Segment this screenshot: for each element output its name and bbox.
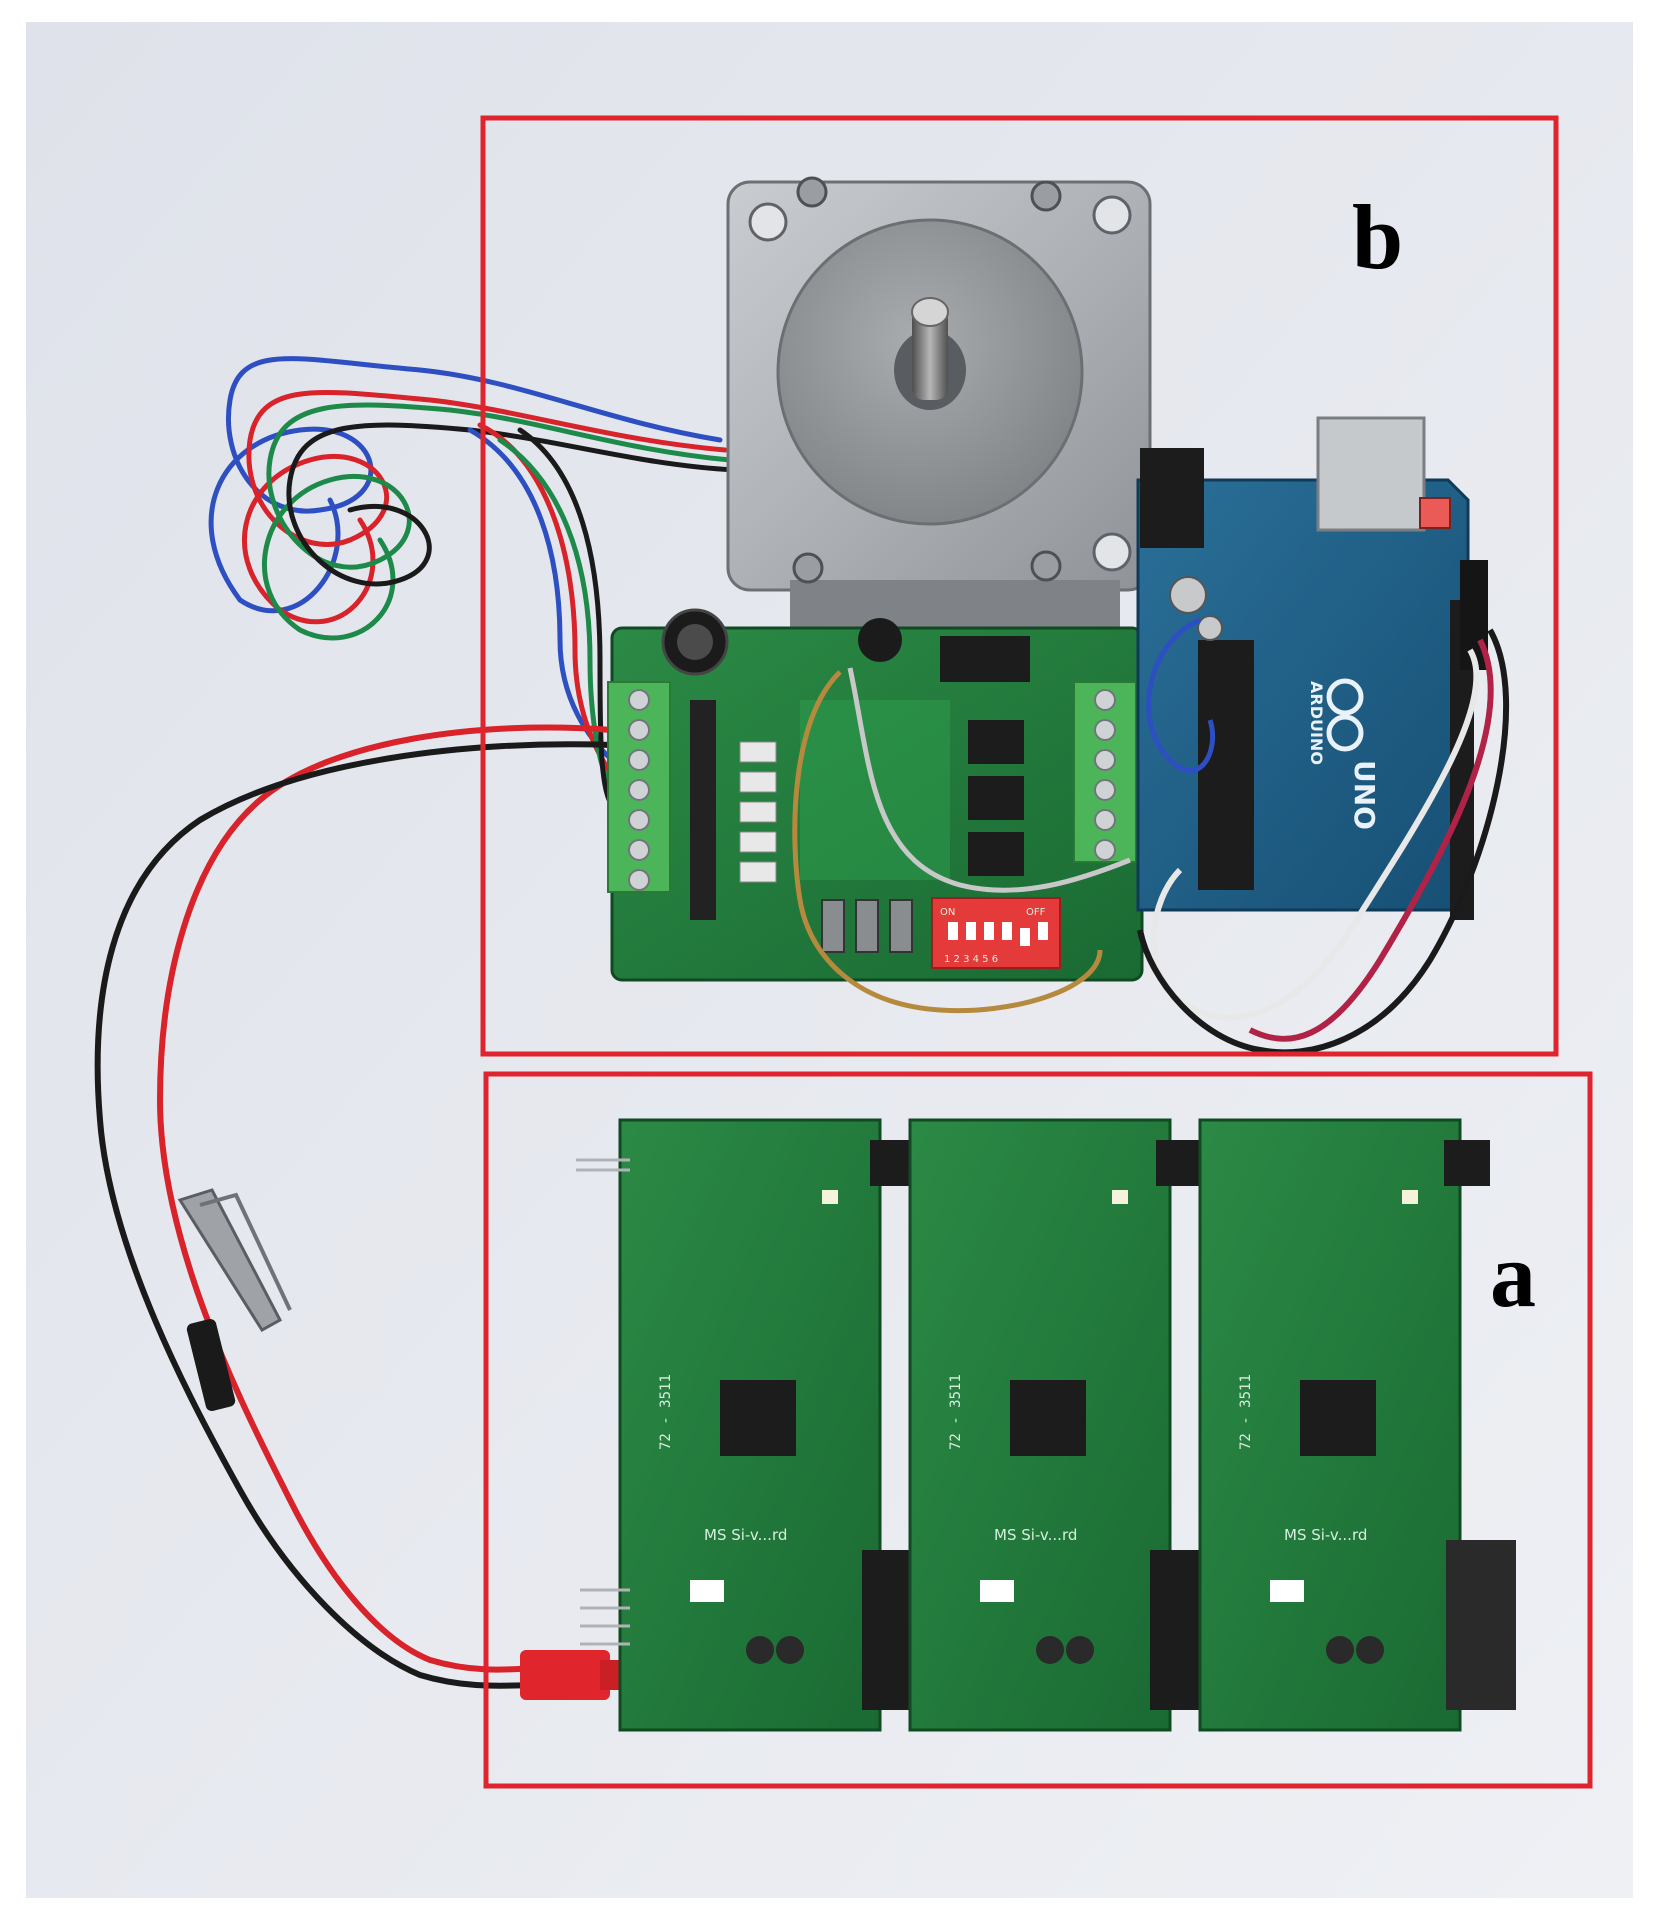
microcontroller <box>720 1380 796 1456</box>
dip-numbers: 1 2 3 4 5 6 <box>944 954 998 965</box>
atmega-chip <box>1198 640 1254 890</box>
motor-screw-hole <box>1092 532 1132 572</box>
sensor-serial: 72 - 3511 <box>658 1374 674 1450</box>
sensor-board: 72 - 3511 MS Si-v...rd <box>1198 1118 1516 1732</box>
panel-b-frame <box>480 115 1559 1057</box>
slide-switches <box>821 899 913 953</box>
panel-b-label: b <box>1352 186 1403 288</box>
dip-off-label: OFF <box>1026 907 1046 918</box>
arduino-label: ARDUINO <box>1307 681 1326 765</box>
motor-screw <box>792 552 824 584</box>
alligator-clip <box>177 1188 292 1412</box>
power-wires <box>94 724 615 1689</box>
power-jack <box>1140 448 1204 548</box>
motor-screw-hole <box>748 202 788 242</box>
sensor-board: 72 - 3511 MS Si-v...rd <box>908 1118 1214 1732</box>
motor-screw <box>1030 550 1062 582</box>
terminal-block-right <box>1073 681 1137 863</box>
microcontroller <box>1010 1380 1086 1456</box>
panel-a-label: a <box>1490 1224 1536 1326</box>
arduino-model-label: UNO <box>1348 760 1381 830</box>
motor-wires <box>208 356 738 808</box>
sensor-serial: 72 - 3511 <box>1238 1374 1254 1450</box>
usb-port <box>1316 416 1426 532</box>
microcontroller <box>1300 1380 1376 1456</box>
driver-ics <box>940 636 1030 876</box>
resistors <box>739 741 777 883</box>
sensor-board: 72 - 3511 MS Si-v...rd <box>618 1118 926 1732</box>
panel-a-frame <box>483 1071 1593 1789</box>
motor-screw <box>1030 180 1062 212</box>
dip-on-label: ON <box>940 907 955 918</box>
sensor-name: MS Si-v...rd <box>994 1526 1077 1544</box>
stepper-motor <box>726 176 1152 640</box>
reset-button <box>1419 497 1451 529</box>
pin-header-pins <box>576 1158 630 1646</box>
arduino-logo: ARDUINO <box>1307 678 1364 765</box>
pin-header <box>690 700 716 920</box>
motor-screw <box>796 176 828 208</box>
dip-switch: ON OFF 1 2 3 4 5 6 <box>931 897 1061 969</box>
sensor-name: MS Si-v...rd <box>1284 1526 1367 1544</box>
sensor-serial: 72 - 3511 <box>948 1374 964 1450</box>
motor-driver-board: ON OFF 1 2 3 4 5 6 <box>607 608 1144 1014</box>
motor-screw-hole <box>1092 195 1132 235</box>
sensor-name: MS Si-v...rd <box>704 1526 787 1544</box>
arduino-board: ARDUINO UNO <box>1136 416 1510 1056</box>
